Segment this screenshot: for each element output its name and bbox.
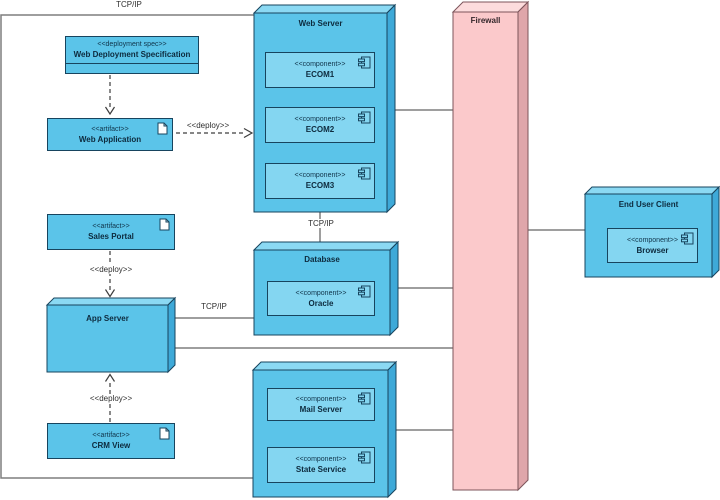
- artifact-name: Sales Portal: [88, 232, 134, 241]
- component-name: ECOM3: [305, 181, 335, 190]
- tcpip-label-top: TCP/IP: [100, 0, 158, 9]
- document-icon: [159, 427, 170, 445]
- state-service-component[interactable]: <<component>> State Service: [267, 447, 375, 483]
- firewall-title: Firewall: [470, 16, 501, 25]
- component-stereotype: <<component>>: [295, 395, 347, 403]
- deploy-label-webapplication: <<deploy>>: [178, 121, 238, 130]
- component-name: Browser: [636, 245, 669, 255]
- component-stereotype: <<component>>: [294, 61, 346, 68]
- app-server-title: App Server: [86, 314, 129, 323]
- connector-webserver-services-tcpip: [0, 14, 254, 479]
- component-icon: [358, 56, 371, 74]
- app-server-node-shape[interactable]: [45, 296, 177, 374]
- end-user-client-title: End User Client: [618, 200, 679, 209]
- component-icon: [358, 167, 371, 185]
- artifact-stereotype: <<artifact>>: [92, 432, 130, 439]
- tcpip-label-appserver: TCP/IP: [185, 302, 243, 311]
- component-icon: [358, 285, 371, 303]
- component-icon: [358, 451, 371, 469]
- sales-portal-artifact[interactable]: <<artifact>> Sales Portal: [47, 214, 175, 250]
- ecom3-component[interactable]: <<component>> ECOM3: [265, 163, 375, 199]
- browser-component[interactable]: <<component>> Browser: [607, 228, 698, 263]
- dependency-deploy-webapplication-to-webserver: [176, 127, 254, 139]
- component-name: Oracle: [308, 298, 334, 308]
- artifact-stereotype: <<artifact>>: [91, 125, 129, 133]
- component-stereotype: <<component>>: [627, 236, 678, 244]
- mail-server-component[interactable]: <<component>> Mail Server: [267, 388, 375, 421]
- firewall-node-shape[interactable]: [451, 0, 530, 492]
- component-stereotype: <<component>>: [295, 456, 347, 463]
- ecom1-component[interactable]: <<component>> ECOM1: [265, 52, 375, 88]
- document-icon: [159, 218, 170, 236]
- component-icon: [358, 392, 371, 410]
- artifact-stereotype: <<artifact>>: [92, 223, 130, 230]
- deploy-label-salesportal: <<deploy>>: [81, 265, 141, 274]
- crm-view-artifact[interactable]: <<artifact>> CRM View: [47, 423, 175, 459]
- component-stereotype: <<component>>: [294, 116, 346, 123]
- dependency-spec-to-webapplication: [104, 75, 116, 116]
- component-icon: [681, 232, 694, 250]
- spec-name: Web Deployment Specification: [73, 50, 191, 59]
- component-name: ECOM2: [305, 125, 335, 134]
- component-name: ECOM1: [305, 70, 335, 79]
- component-icon: [358, 111, 371, 129]
- dependency-deploy-crmview-to-appserver: [104, 373, 116, 422]
- artifact-name: Web Application: [78, 134, 142, 144]
- deploy-label-crmview: <<deploy>>: [81, 394, 141, 403]
- oracle-component[interactable]: <<component>> Oracle: [267, 281, 375, 316]
- document-icon: [157, 122, 168, 140]
- web-server-title: Web Server: [298, 19, 343, 28]
- component-stereotype: <<component>>: [294, 172, 346, 179]
- web-deployment-specification-box[interactable]: <<deployment spec>> Web Deployment Speci…: [65, 36, 199, 74]
- component-name: State Service: [295, 465, 347, 474]
- component-name: Mail Server: [299, 404, 343, 414]
- component-stereotype: <<component>>: [295, 289, 347, 297]
- spec-stereotype: <<deployment spec>>: [97, 41, 167, 48]
- tcpip-label-webserver-database: TCP/IP: [292, 219, 350, 228]
- artifact-name: CRM View: [91, 441, 131, 450]
- database-title: Database: [304, 255, 340, 264]
- ecom2-component[interactable]: <<component>> ECOM2: [265, 107, 375, 143]
- web-application-artifact[interactable]: <<artifact>> Web Application: [47, 118, 173, 151]
- dependency-deploy-salesportal-to-appserver: [104, 251, 116, 298]
